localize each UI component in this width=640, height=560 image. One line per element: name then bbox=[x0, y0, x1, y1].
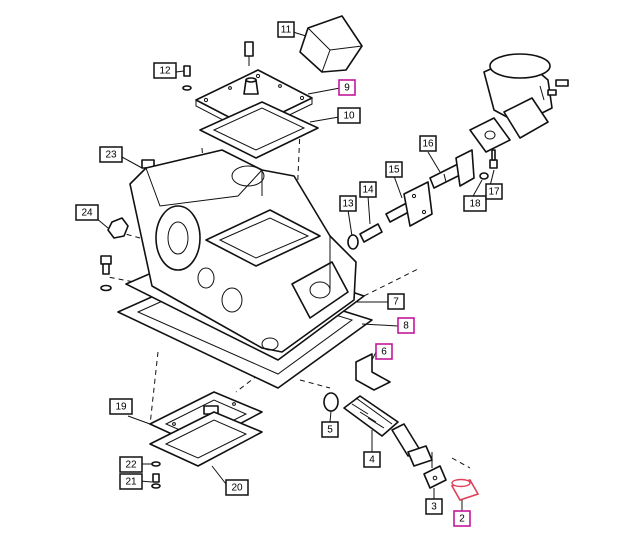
part-7-gearbox-housing bbox=[125, 149, 365, 361]
callout-box bbox=[397, 317, 415, 334]
callout-3: 3 bbox=[425, 498, 443, 515]
callout-13: 13 bbox=[339, 195, 357, 212]
part-18-nut bbox=[479, 172, 489, 180]
motor-unit bbox=[483, 53, 553, 139]
part-3-clevis bbox=[423, 452, 447, 489]
callout-box bbox=[153, 62, 177, 79]
callout-4: 4 bbox=[363, 451, 381, 468]
callout-number: 24 bbox=[81, 208, 93, 219]
callout-7: 7 bbox=[387, 293, 405, 310]
callout-2: 2 bbox=[453, 510, 471, 527]
callout-number: 12 bbox=[159, 66, 171, 77]
part-14-pin bbox=[359, 223, 383, 243]
callout-number: 22 bbox=[125, 460, 137, 471]
callout-11: 11 bbox=[277, 21, 295, 38]
part-5-o-ring bbox=[323, 392, 339, 412]
callout-20: 20 bbox=[225, 479, 249, 496]
callout-number: 20 bbox=[231, 483, 243, 494]
callout-number: 4 bbox=[369, 455, 375, 466]
callout-9: 9 bbox=[338, 79, 356, 96]
part-4-pedal-shaft bbox=[343, 395, 433, 467]
callout-box bbox=[453, 510, 471, 527]
callout-10: 10 bbox=[337, 107, 361, 124]
callout-box bbox=[119, 473, 143, 490]
part-22-washer bbox=[151, 461, 161, 467]
leader-lines bbox=[95, 31, 495, 511]
top-bolt bbox=[244, 41, 254, 66]
callout-number: 19 bbox=[115, 402, 127, 413]
callout-number: 16 bbox=[422, 139, 434, 150]
part-15-flanged-shaft bbox=[385, 181, 433, 227]
callout-box bbox=[425, 498, 443, 515]
callout-number: 14 bbox=[362, 185, 374, 196]
callout-box bbox=[99, 146, 123, 163]
part-24-nut bbox=[107, 217, 129, 239]
part-12-bolt bbox=[182, 65, 192, 91]
callout-number: 13 bbox=[342, 199, 354, 210]
callout-box bbox=[485, 183, 503, 200]
callout-box bbox=[387, 293, 405, 310]
callout-19: 19 bbox=[109, 398, 133, 415]
callout-23: 23 bbox=[99, 146, 123, 163]
callout-number: 2 bbox=[459, 514, 465, 525]
callout-number: 7 bbox=[393, 297, 399, 308]
part-21-bolt bbox=[151, 473, 161, 489]
callout-number: 18 bbox=[469, 199, 481, 210]
callout-box bbox=[109, 398, 133, 415]
part-9-top-plate bbox=[195, 69, 313, 135]
side-bolt bbox=[100, 255, 112, 292]
callout-labels: 11 12 9 10 23 16 15 14 13 18 17 24 7 8 6 19 5 4 22 21 20 3 2 bbox=[75, 21, 503, 527]
callout-21: 21 bbox=[119, 473, 143, 490]
callout-number: 5 bbox=[327, 425, 333, 436]
callout-number: 9 bbox=[344, 83, 350, 94]
callout-box bbox=[463, 195, 487, 212]
part-11-bracket-cover bbox=[299, 15, 363, 73]
callout-box bbox=[321, 421, 339, 438]
callout-16: 16 bbox=[419, 135, 437, 152]
callout-number: 21 bbox=[125, 477, 137, 488]
callout-5: 5 bbox=[321, 421, 339, 438]
callout-box bbox=[337, 107, 361, 124]
callout-24: 24 bbox=[75, 204, 99, 221]
callout-22: 22 bbox=[119, 456, 143, 473]
callout-box bbox=[375, 343, 393, 360]
callout-number: 10 bbox=[343, 111, 355, 122]
part-10-gasket bbox=[199, 101, 319, 159]
motor-flange-plate bbox=[469, 117, 511, 153]
callout-number: 15 bbox=[388, 165, 400, 176]
callout-number: 8 bbox=[403, 321, 409, 332]
callout-15: 15 bbox=[385, 161, 403, 178]
callout-box bbox=[359, 181, 377, 198]
callout-number: 3 bbox=[431, 502, 437, 513]
callout-number: 17 bbox=[488, 187, 500, 198]
callout-17: 17 bbox=[485, 183, 503, 200]
part-17-bolt bbox=[489, 149, 498, 169]
callout-6: 6 bbox=[375, 343, 393, 360]
callout-box bbox=[385, 161, 403, 178]
callout-box bbox=[363, 451, 381, 468]
callout-number: 23 bbox=[105, 150, 117, 161]
callout-18: 18 bbox=[463, 195, 487, 212]
callout-12: 12 bbox=[153, 62, 177, 79]
part-6-bracket bbox=[355, 353, 391, 391]
callout-8: 8 bbox=[397, 317, 415, 334]
callout-box bbox=[75, 204, 99, 221]
callout-box bbox=[225, 479, 249, 496]
part-2-sleeve bbox=[450, 478, 480, 501]
callout-box bbox=[419, 135, 437, 152]
callout-box bbox=[119, 456, 143, 473]
motor-bolts bbox=[547, 79, 569, 96]
part-13-o-ring bbox=[347, 234, 359, 250]
callout-box bbox=[277, 21, 295, 38]
callout-box bbox=[339, 195, 357, 212]
callout-number: 11 bbox=[281, 25, 292, 36]
callout-14: 14 bbox=[359, 181, 377, 198]
callout-number: 6 bbox=[381, 347, 387, 358]
part-20-lower-gasket bbox=[149, 411, 263, 467]
callout-box bbox=[338, 79, 356, 96]
part-16-shaft bbox=[429, 149, 475, 189]
